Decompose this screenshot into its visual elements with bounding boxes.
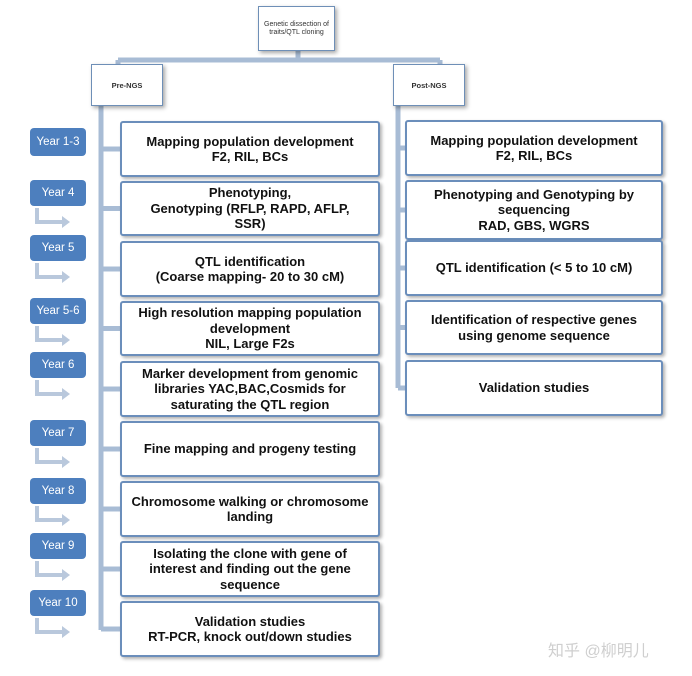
year-arrow-8	[35, 561, 70, 581]
pre-step-7-line-2: landing	[226, 509, 274, 524]
pre-step-9-line-2: RT-PCR, knock out/down studies	[148, 629, 352, 644]
year-arrow-4	[35, 326, 70, 346]
pre-step-8-line-2: interest and finding out the gene	[149, 561, 351, 577]
pre-step-3-line-2: (Coarse mapping- 20 to 30 cM)	[155, 269, 345, 284]
pre-step-8-line-3: sequence	[220, 576, 280, 592]
post-step-1-line-2: F2, RIL, BCs	[495, 148, 573, 163]
pre-step-2-line-1: Phenotyping,	[208, 185, 292, 201]
pre-ngs-label: Pre-NGS	[111, 80, 143, 90]
post-step-3: QTL identification (< 5 to 10 cM)	[405, 240, 663, 296]
pre-step-1-line-2: F2, RIL, BCs	[211, 149, 289, 164]
year-arrow-2	[35, 208, 70, 228]
post-step-2-line-2: sequencing	[497, 202, 571, 218]
year-label-7: Year 8	[30, 478, 86, 504]
post-step-2-line-3: RAD, GBS, WGRS	[478, 217, 590, 233]
year-label-6: Year 7	[30, 420, 86, 446]
pre-step-7-line-1: Chromosome walking or chromosome	[131, 493, 369, 509]
pre-step-5-line-1: Marker development from genomic	[142, 365, 358, 381]
post-ngs-label: Post-NGS	[411, 80, 447, 90]
pre-step-4-line-3: NIL, Large F2s	[205, 336, 295, 352]
post-step-5-line-1: Validation studies	[478, 380, 590, 396]
pre-step-8-line-1: Isolating the clone with gene of	[153, 545, 347, 561]
pre-step-2-line-2: Genotyping (RFLP, RAPD, AFLP,	[150, 200, 350, 216]
post-step-1-line-1: Mapping population development	[430, 132, 638, 148]
year-label-9: Year 10	[30, 590, 86, 616]
pre-step-5-line-3: saturating the QTL region	[170, 396, 330, 412]
pre-step-1-line-1: Mapping population development	[146, 133, 354, 149]
pre-step-2-line-3: SSR)	[234, 216, 266, 232]
root-node: Genetic dissection of traits/QTL cloning	[258, 6, 335, 51]
pre-step-9-line-1: Validation studies	[194, 613, 306, 629]
pre-step-6-line-1: Fine mapping and progeny testing	[143, 441, 357, 457]
year-arrow-5	[35, 380, 70, 400]
watermark: 知乎 @柳明儿	[548, 643, 649, 660]
post-ngs-node: Post-NGS	[393, 64, 465, 106]
year-arrow-3	[35, 263, 70, 283]
post-step-2-line-1: Phenotyping and Genotyping by	[433, 186, 635, 202]
post-step-4-line-1: Identification of respective genes	[431, 312, 637, 327]
post-step-3-line-1: QTL identification (< 5 to 10 cM)	[435, 260, 633, 276]
year-label-1: Year 1-3	[30, 128, 86, 156]
year-label-8: Year 9	[30, 533, 86, 559]
root-label: Genetic dissection of traits/QTL cloning	[264, 20, 329, 36]
post-step-4-line-2: using genome sequence	[458, 327, 610, 343]
year-arrow-6	[35, 448, 70, 468]
pre-step-4-line-2: development	[209, 320, 291, 336]
year-label-2: Year 4	[30, 180, 86, 206]
post-step-5: Validation studies	[405, 360, 663, 416]
pre-step-5-line-2: libraries YAC,BAC,Cosmids for	[154, 381, 346, 397]
year-label-3: Year 5	[30, 235, 86, 261]
year-arrow-7	[35, 506, 70, 526]
year-label-4: Year 5-6	[30, 298, 86, 324]
pre-step-3-line-1: QTL identification	[194, 253, 306, 269]
pre-step-3: QTL identification(Coarse mapping- 20 to…	[120, 241, 380, 297]
pre-step-4-line-1: High resolution mapping population	[138, 305, 362, 321]
pre-ngs-node: Pre-NGS	[91, 64, 163, 106]
year-arrow-9	[35, 618, 70, 638]
pre-step-6: Fine mapping and progeny testing	[120, 421, 380, 477]
pre-step-2: Phenotyping,Genotyping (RFLP, RAPD, AFLP…	[120, 181, 380, 236]
year-label-5: Year 6	[30, 352, 86, 378]
